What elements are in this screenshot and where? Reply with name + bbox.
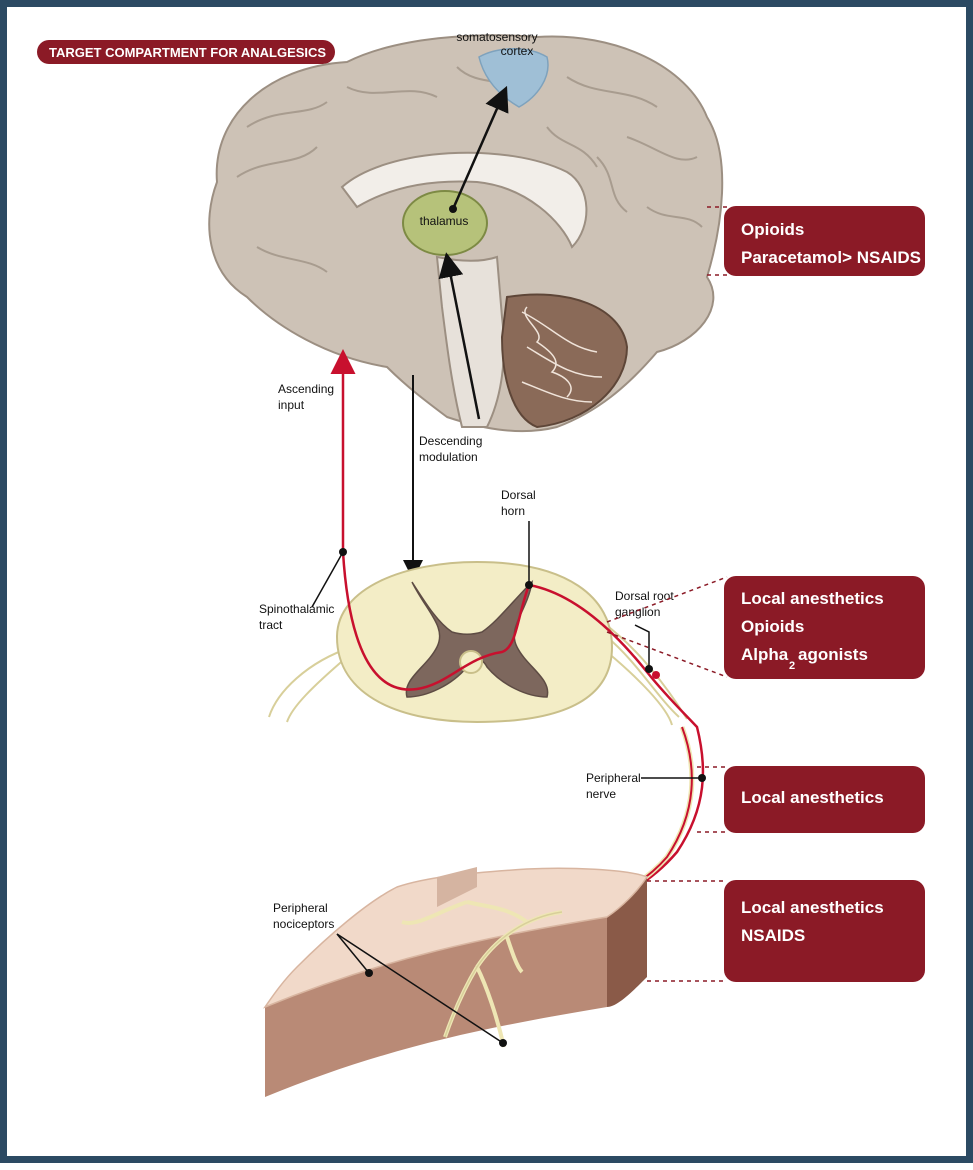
brain-illustration: [209, 35, 722, 431]
box-brain-drugs: Opioids Paracetamol> NSAIDS: [724, 206, 925, 276]
svg-text:Local anesthetics: Local anesthetics: [741, 898, 884, 917]
label-somatosensory-1: somatosensory: [456, 30, 537, 44]
label-spinothalamic-1: Spinothalamic: [259, 602, 334, 616]
label-drg-1: Dorsal root: [615, 589, 674, 603]
label-nociceptors-1: Peripheral: [273, 901, 328, 915]
svg-text:Local anesthetics: Local anesthetics: [741, 788, 884, 807]
svg-text:Alpha: Alpha: [741, 645, 789, 664]
svg-text:Opioids: Opioids: [741, 220, 804, 239]
label-peripheral-nerve-1: Peripheral: [586, 771, 641, 785]
svg-text:2: 2: [789, 660, 795, 672]
cerebellum: [502, 294, 627, 427]
svg-text:agonists: agonists: [798, 645, 868, 664]
svg-text:Paracetamol> NSAIDS: Paracetamol> NSAIDS: [741, 248, 921, 267]
label-descending-2: modulation: [419, 450, 478, 464]
box-spinal-drugs: Local anesthetics Opioids Alpha 2 agonis…: [724, 576, 925, 679]
label-ascending-1: Ascending: [278, 382, 334, 396]
label-drg-2: ganglion: [615, 605, 660, 619]
analgesic-targets-diagram: TARGET COMPARTMENT FOR ANALGESICS: [7, 7, 973, 1170]
title-badge: TARGET COMPARTMENT FOR ANALGESICS: [37, 40, 335, 64]
skin-block: [262, 697, 647, 1097]
label-peripheral-nerve-2: nerve: [586, 787, 616, 801]
label-thalamus: thalamus: [420, 214, 469, 228]
svg-text:Local anesthetics: Local anesthetics: [741, 589, 884, 608]
box-skin-drugs: Local anesthetics NSAIDS: [724, 880, 925, 982]
spinal-cord-illustration: [269, 562, 687, 725]
label-descending-1: Descending: [419, 434, 482, 448]
label-spinothalamic-2: tract: [259, 618, 283, 632]
box-nerve-drugs: Local anesthetics: [724, 766, 925, 833]
label-somatosensory-2: cortex: [501, 44, 534, 58]
svg-text:Opioids: Opioids: [741, 617, 804, 636]
svg-text:NSAIDS: NSAIDS: [741, 926, 805, 945]
label-dorsal-horn-2: horn: [501, 504, 525, 518]
label-ascending-2: input: [278, 398, 305, 412]
label-nociceptors-2: nociceptors: [273, 917, 334, 931]
title-text: TARGET COMPARTMENT FOR ANALGESICS: [49, 45, 326, 60]
label-dorsal-horn-1: Dorsal: [501, 488, 536, 502]
